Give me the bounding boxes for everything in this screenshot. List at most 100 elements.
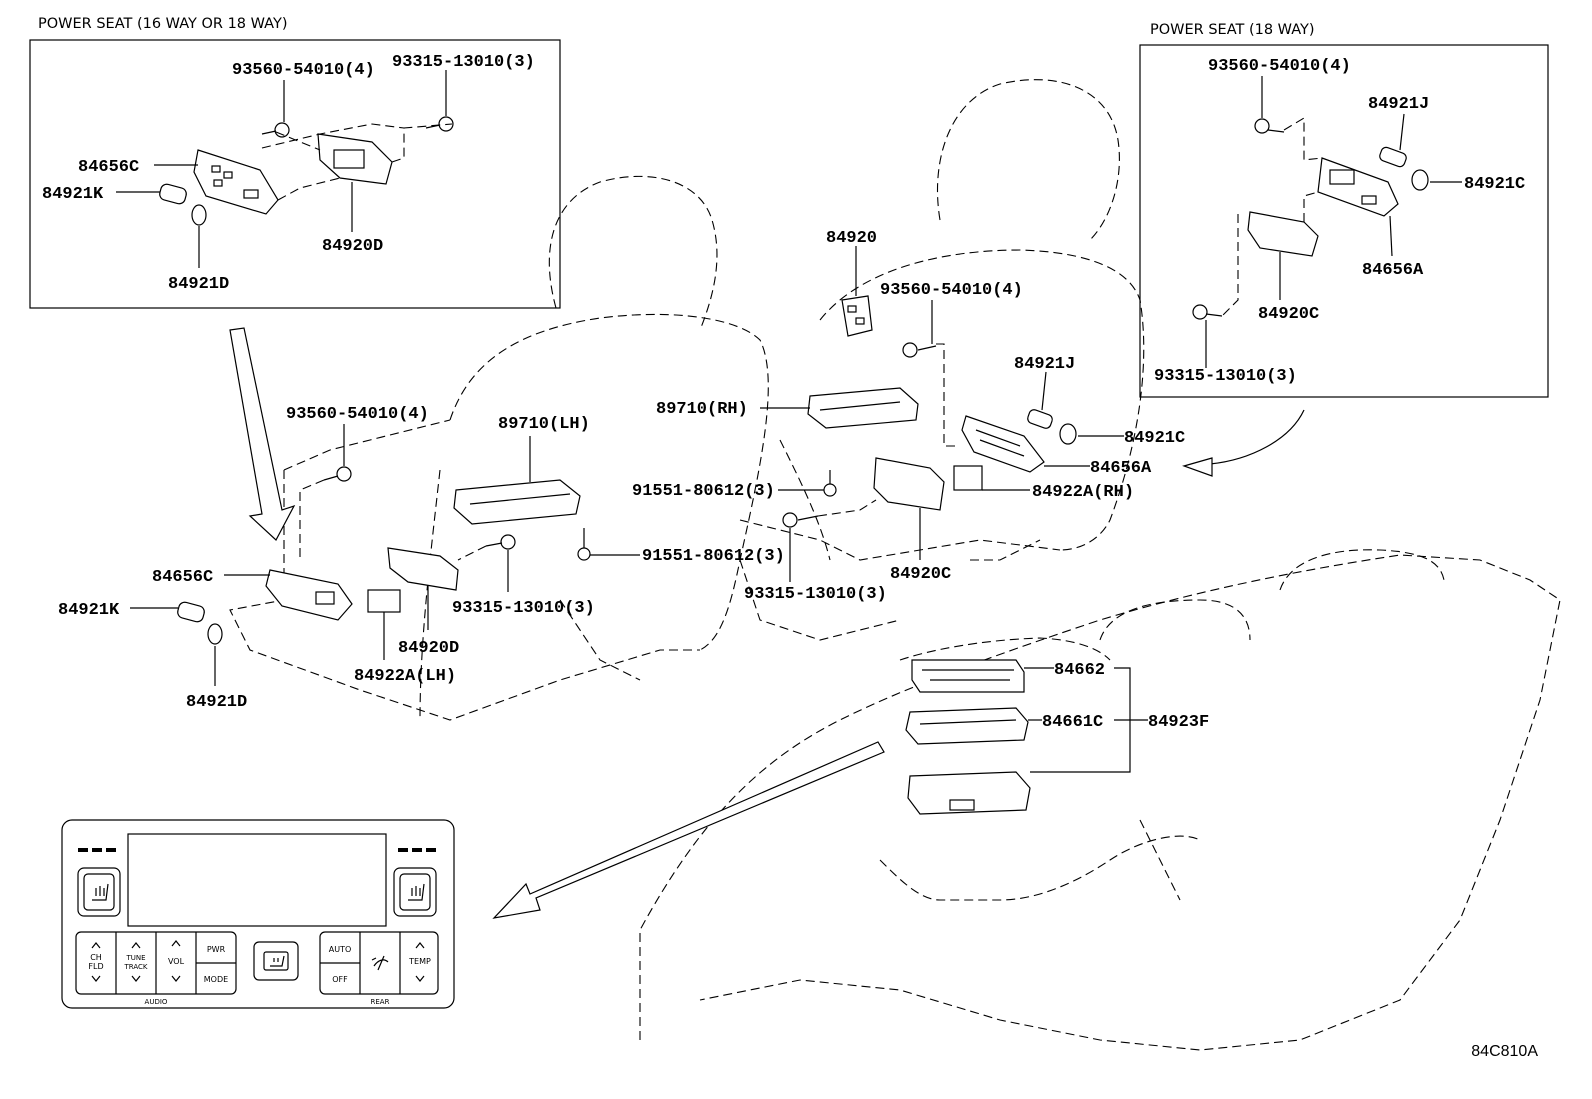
temp-button[interactable]: TEMP — [408, 942, 431, 982]
label-84921j: 84921J — [1014, 355, 1075, 374]
temp-label: TEMP — [408, 957, 431, 966]
right-seat-headrest — [937, 79, 1120, 241]
auto-button[interactable]: AUTO — [329, 945, 352, 954]
inset-left-switch-bezel — [193, 149, 279, 215]
bolt-93560-left — [323, 466, 352, 482]
bolt-93315-right — [782, 512, 819, 528]
inset-right-label-93560: 93560-54010(4) — [1208, 57, 1351, 76]
ch-label: CH — [90, 953, 102, 962]
vol-button[interactable]: VOL — [168, 940, 185, 982]
label-89710-rh: 89710(RH) — [656, 400, 748, 419]
fan-icon — [371, 955, 389, 971]
label-91551-lower: 91551-80612(3) — [642, 547, 785, 566]
control-panel: CH FLD TUNE TRACK VOL PWR MODE AUDIO AUT… — [61, 819, 455, 1009]
label-84921c: 84921C — [1124, 429, 1185, 448]
label-84921d: 84921D — [186, 693, 247, 712]
part-84921j — [1027, 409, 1053, 429]
part-84922a-lh — [367, 589, 401, 613]
bolt-93315-left — [485, 534, 516, 550]
inset-right-knob-84921j — [1379, 146, 1407, 168]
part-84656c — [265, 569, 353, 621]
label-84922a-rh: 84922A(RH) — [1032, 483, 1134, 502]
part-console-tray — [907, 771, 1031, 815]
part-84920d — [387, 547, 459, 591]
right-seat-back — [819, 249, 1145, 551]
label-93315-left: 93315-13010(3) — [452, 599, 595, 618]
part-84921c — [1059, 423, 1077, 445]
arrow-to-panel — [492, 741, 885, 919]
label-84661c: 84661C — [1042, 713, 1103, 732]
label-84656a: 84656A — [1090, 459, 1152, 478]
label-84921k: 84921K — [58, 601, 120, 620]
label-84656c: 84656C — [152, 568, 213, 587]
inset-left-label-93315: 93315-13010(3) — [392, 53, 535, 72]
inset-right-frame — [1139, 44, 1549, 398]
ch-fld-button[interactable]: CH FLD — [88, 942, 104, 982]
seat-heater-icon — [408, 883, 425, 901]
inset-left-knob-84921k — [159, 183, 187, 205]
inset-right-knob-84921c — [1411, 169, 1429, 191]
left-seat-cushion — [229, 419, 700, 721]
inset-right-label-84920c: 84920C — [1258, 305, 1319, 324]
label-84923f: 84923F — [1148, 713, 1209, 732]
reference-code: 84C810A — [1471, 1043, 1538, 1060]
indicator-left — [78, 848, 116, 852]
inset-left-label-84921d: 84921D — [168, 275, 229, 294]
pwr-button[interactable]: PWR — [207, 945, 226, 954]
part-84922a-rh — [953, 465, 983, 491]
label-93560-left: 93560-54010(4) — [286, 405, 429, 424]
inset-left: POWER SEAT (16 WAY OR 18 WAY) 93560-5401… — [29, 16, 561, 309]
fan-button[interactable] — [371, 955, 389, 971]
seat-heater-icon — [92, 883, 109, 901]
label-84662: 84662 — [1054, 661, 1105, 680]
rear-label: REAR — [371, 998, 390, 1006]
indicator-right — [398, 848, 436, 852]
part-89710-lh — [453, 479, 581, 525]
inset-left-frame — [29, 39, 561, 309]
label-93315-right: 93315-13010(3) — [744, 585, 887, 604]
part-84921k — [177, 601, 205, 623]
label-84920c: 84920C — [890, 565, 951, 584]
part-84921d — [207, 623, 223, 645]
label-91551-upper: 91551-80612(3) — [632, 482, 775, 501]
tune-label: TUNE — [125, 954, 145, 962]
mode-button[interactable]: MODE — [204, 975, 228, 984]
track-label: TRACK — [124, 963, 148, 971]
audio-label: AUDIO — [145, 998, 168, 1006]
label-84922a-lh: 84922A(LH) — [354, 667, 456, 686]
inset-right-title: POWER SEAT (18 WAY) — [1150, 22, 1315, 38]
fld-label: FLD — [88, 962, 103, 971]
tune-track-button[interactable]: TUNE TRACK — [124, 942, 148, 982]
seat-outlines — [229, 79, 1561, 1051]
control-panel-frame — [61, 819, 455, 1009]
rear-seat — [639, 554, 1561, 1051]
inset-left-label-84920d: 84920D — [322, 237, 383, 256]
label-89710-lh: 89710(LH) — [498, 415, 590, 434]
control-panel-display — [127, 833, 387, 927]
seat-icon — [270, 955, 285, 967]
bolt-93560-right — [902, 342, 937, 358]
label-84920d: 84920D — [398, 639, 459, 658]
seat-heater-left-button[interactable] — [77, 867, 121, 917]
seat-heater-right-button[interactable] — [393, 867, 437, 917]
bolt-91551-upper — [823, 470, 837, 497]
vol-label: VOL — [168, 957, 185, 966]
inset-right-bolt-93560 — [1254, 118, 1285, 134]
label-93560-right: 93560-54010(4) — [880, 281, 1023, 300]
part-84662 — [911, 659, 1025, 693]
inset-right-bolt-93315 — [1192, 304, 1223, 320]
part-84920 — [841, 295, 873, 337]
left-seat-headrest — [548, 175, 718, 331]
inset-left-label-93560: 93560-54010(4) — [232, 61, 375, 80]
inset-left-label-84656c: 84656C — [78, 158, 139, 177]
bolt-91551-lower — [577, 528, 591, 561]
off-button[interactable]: OFF — [332, 975, 348, 984]
center-screen-button[interactable] — [253, 941, 299, 981]
inset-left-title: POWER SEAT (16 WAY OR 18 WAY) — [38, 16, 288, 32]
inset-left-label-84921k: 84921K — [42, 185, 104, 204]
left-seat-back — [449, 313, 769, 651]
inset-right-label-93315: 93315-13010(3) — [1154, 367, 1297, 386]
main-parts: 84920 89710(RH) 93560-54010(4) 84656A 84… — [58, 229, 1209, 815]
inset-left-knob-84921d — [191, 204, 207, 226]
